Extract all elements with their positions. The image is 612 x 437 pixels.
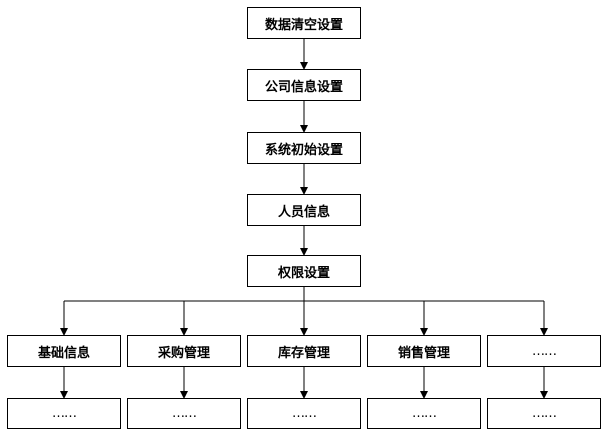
node-label: 公司信息设置 [264,79,343,95]
module-label: 库存管理 [277,345,330,361]
module-label: …… [532,343,557,359]
submodule-label: …… [52,406,77,421]
submodule-purchase-mgmt: …… [127,398,241,429]
node-label: 数据清空设置 [264,17,343,33]
submodule-sales-mgmt: …… [367,398,481,429]
submodule-label: …… [532,406,557,421]
node-data-clear: 数据清空设置 [247,7,361,39]
submodule-label: …… [292,406,317,421]
node-label: 系统初始设置 [264,142,343,158]
module-basic-info: 基础信息 [7,335,121,367]
node-label: 权限设置 [277,265,330,281]
submodule-inventory-mgmt: …… [247,398,361,429]
module-inventory-mgmt: 库存管理 [247,335,361,367]
module-label: 基础信息 [37,345,90,361]
module-more: …… [487,335,601,367]
submodule-basic-info: …… [7,398,121,429]
node-company-info: 公司信息设置 [247,69,361,101]
submodule-label: …… [172,406,197,421]
node-system-init: 系统初始设置 [247,132,361,164]
module-label: 采购管理 [157,345,210,361]
module-purchase-mgmt: 采购管理 [127,335,241,367]
node-label: 人员信息 [277,204,330,220]
module-label: 销售管理 [397,345,450,361]
module-sales-mgmt: 销售管理 [367,335,481,367]
node-personnel-info: 人员信息 [247,194,361,226]
submodule-more: …… [487,398,601,429]
node-permissions: 权限设置 [247,255,361,287]
submodule-label: …… [412,406,437,421]
